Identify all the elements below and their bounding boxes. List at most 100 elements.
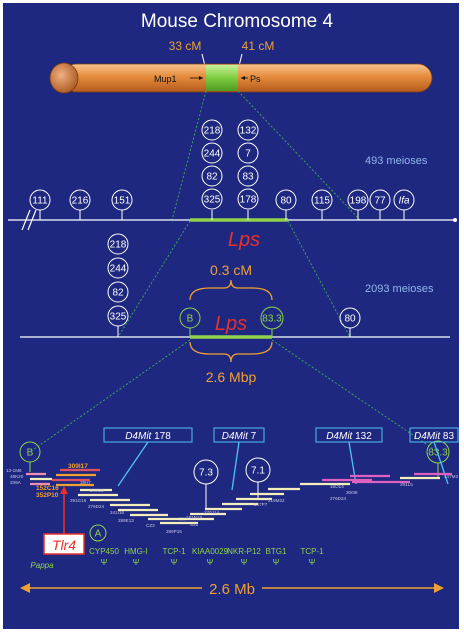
pseudogene-3: KIAA0029 <box>192 547 229 556</box>
stack0-marker-218-circle <box>201 119 223 141</box>
distance-cm-label: 0.3 cM <box>210 262 252 278</box>
zoom-line-1-right <box>237 90 361 221</box>
pseudogene-psi-0: Ψ <box>101 558 108 567</box>
meioses-label-493: 493 meioses <box>365 155 428 167</box>
pseudogene-5: BTG1 <box>266 547 287 556</box>
d4mit-label-178: D4Mit 178 <box>125 431 171 442</box>
clone-label-20: 300I8 <box>346 490 358 495</box>
marker-198-circle <box>347 189 369 211</box>
marker-111-circle <box>29 189 51 211</box>
pseudogene-psi-4: Ψ <box>241 558 248 567</box>
tlr4-arrowhead <box>60 486 68 494</box>
d4mit-pointer-178 <box>117 441 149 487</box>
marker-77-circle <box>369 189 391 211</box>
clone-label-12: CZ3 <box>146 523 155 528</box>
span-arrow: 2.6 Mb <box>20 579 444 598</box>
pseudogene-4: NKR-P12 <box>227 547 261 556</box>
pseudogene-0: CYP450 <box>89 547 119 556</box>
contig-marker-73-label: 7.3 <box>199 468 213 479</box>
stack0-marker-218-label: 218 <box>204 126 221 137</box>
cm-label-right: 41 cM <box>242 39 275 53</box>
gene-tlr4: Tlr4 <box>52 537 76 553</box>
gene-mup1: Mup1 <box>154 74 177 84</box>
marker-115-label: 115 <box>314 196 330 207</box>
clone-label-7: 249C5 <box>90 488 104 493</box>
marker-Ifa-label: Ifa <box>398 196 410 207</box>
span-label-bg <box>202 579 262 597</box>
marker-115-circle <box>311 189 333 211</box>
map2-stack-218-circle <box>107 233 129 255</box>
axis-break-mark-2 <box>27 209 37 231</box>
cm-brace <box>189 279 273 301</box>
contig-marker-71-label: 7.1 <box>251 466 265 477</box>
clone-label-6: 38H7 <box>80 480 91 485</box>
stack1-marker-83-label: 83 <box>242 172 254 183</box>
pseudogene-psi-2: Ψ <box>171 558 178 567</box>
pseudogene-6: TCP-1 <box>300 547 324 556</box>
clone-label-22: 291L5 <box>400 482 413 487</box>
axis-break-mark-1 <box>21 209 31 231</box>
diagram-panel <box>3 3 459 629</box>
mbp-brace <box>189 341 273 363</box>
clone-label-3: 309I17 <box>68 463 88 470</box>
clone-label-14: S21 <box>190 522 199 527</box>
clone-label-16: 270J14 <box>204 510 220 515</box>
marker-Ifa-circle <box>393 189 415 211</box>
lps-gene-label-2: Lps <box>215 313 247 335</box>
map2-marker-b-label: B <box>187 314 194 325</box>
clone-label-8: 291G16 <box>70 498 87 503</box>
tlr4-box <box>43 533 85 555</box>
pseudogene-psi-6: Ψ <box>309 558 316 567</box>
axis-end-dot <box>453 218 457 222</box>
zoom-line-3-left <box>29 339 191 453</box>
lps-region-band <box>206 65 238 91</box>
map2-stack-244-label: 244 <box>110 264 127 275</box>
zoom-line-3-right <box>271 339 439 453</box>
span-arrowhead-left <box>20 583 30 593</box>
clone-label-23: 147M2 <box>444 474 458 479</box>
stack1-marker-7-label: 7 <box>245 149 251 160</box>
stack0-marker-325-label: 325 <box>204 195 221 206</box>
stack1-marker-178-circle <box>237 188 259 210</box>
clone-label-10: 241I16 <box>110 510 124 515</box>
stack0-marker-325-circle <box>201 188 223 210</box>
map2-marker-833-label: 83.3 <box>262 314 282 325</box>
stack1-marker-178-label: 178 <box>240 195 257 206</box>
marker-80-label: 80 <box>280 196 292 207</box>
meioses-label-2093: 2093 meioses <box>365 283 434 295</box>
d4mit-pointer-83 <box>433 441 449 485</box>
marker-80-circle <box>275 189 297 211</box>
map2-stack-218-label: 218 <box>110 240 127 251</box>
marker-216-label: 216 <box>72 196 89 207</box>
clone-label-4: 152C16 <box>36 485 59 492</box>
d4mit-pointer-7 <box>231 441 240 491</box>
clone-label-17: 247P7 <box>254 502 268 507</box>
contig-marker-a-label: A <box>95 529 102 540</box>
clone-label-1: 48K20 <box>10 474 24 479</box>
pseudogene-psi-5: Ψ <box>273 558 280 567</box>
gene-ps: Ps <box>250 74 261 84</box>
stack1-marker-132-label: 132 <box>240 126 257 137</box>
d4mit-label-132: D4Mit 132 <box>326 431 372 442</box>
mup1-arrowhead <box>199 76 203 80</box>
clone-label-2: 339A <box>10 480 22 485</box>
meiotic-map-2093: 2093 meioses Lps 0.3 cM 2.6 Mbp <box>20 262 450 385</box>
clone-label-11: 289E13 <box>118 518 134 523</box>
gene-pappa: Pappa <box>30 561 54 570</box>
stack0-marker-244-label: 244 <box>204 149 221 160</box>
marker-151-circle <box>111 189 133 211</box>
marker-216-circle <box>69 189 91 211</box>
zoom-line-2-left <box>117 220 191 338</box>
clone-label-19: 16O14 <box>330 484 344 489</box>
map2-stack-325-label: 325 <box>110 312 127 323</box>
clone-label-5: 352P10 <box>36 492 59 499</box>
map2-stack-82-label: 82 <box>112 288 124 299</box>
stack1-marker-83-circle <box>237 165 259 187</box>
stack1-marker-7-circle <box>237 142 259 164</box>
d4mit-label-83: D4Mit 83 <box>414 431 454 442</box>
marker-198-label: 198 <box>350 196 367 207</box>
